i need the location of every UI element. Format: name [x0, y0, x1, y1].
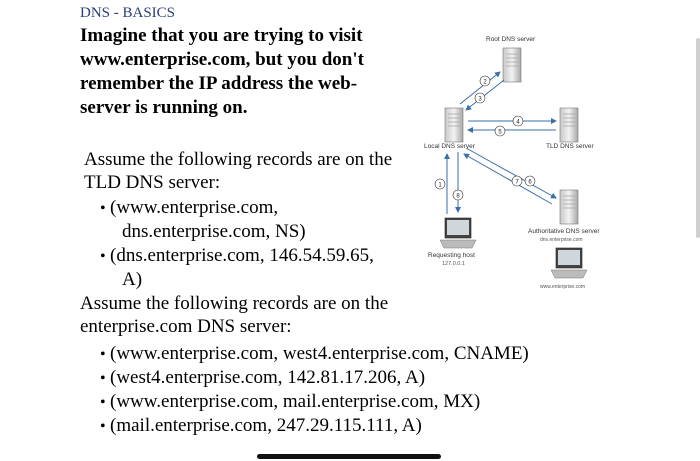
tld-heading-line: Assume the following records are on the: [84, 149, 393, 170]
enterprise-record-text: (mail.enterprise.com, 247.29.115.111, A): [110, 415, 422, 436]
step-label: 7: [515, 180, 519, 186]
bullet: •: [100, 370, 106, 387]
enterprise-record-text: (www.enterprise.com, mail.enterprise.com…: [110, 391, 481, 412]
bullet: •: [100, 418, 106, 435]
enterprise-record-text: (www.enterprise.com, west4.enterprise.co…: [110, 343, 529, 364]
requesting-host-label: Requesting host: [428, 252, 475, 259]
intro-line: Imagine that you are trying to visit: [80, 25, 363, 46]
enterprise-record: •(www.enterprise.com, west4.enterprise.c…: [100, 342, 529, 366]
local-server-icon: [444, 107, 464, 143]
step-label: 3: [478, 97, 482, 103]
arrow-2: [459, 71, 501, 105]
step-circle: [494, 125, 506, 137]
host-computer-icon: [439, 217, 477, 249]
authoritative-server-label: Authoritative DNS server: [528, 228, 600, 235]
step-circle: [474, 92, 486, 104]
authoritative-server-sublabel: dns.enterprise.com: [540, 237, 583, 243]
bullet: •: [100, 346, 106, 363]
web-server-label: www.enterprise.com: [540, 284, 586, 290]
enterprise-heading-line: Assume the following records are on the: [80, 293, 389, 314]
step-label: 1: [438, 183, 442, 189]
step-label: 4: [516, 120, 520, 126]
dns-resolution-diagram: 2 3 4 5 6 7 1 8 Root DNS server Local DN…: [418, 28, 630, 300]
step-label: 6: [528, 180, 532, 186]
enterprise-record-text: (west4.enterprise.com, 142.81.17.206, A): [110, 367, 426, 388]
enterprise-record: •(west4.enterprise.com, 142.81.17.206, A…: [100, 366, 425, 390]
intro-question: Imagine that you are trying to visit www…: [80, 24, 415, 120]
arrow-7: [463, 153, 553, 205]
enterprise-record: •(mail.enterprise.com, 247.29.115.111, A…: [100, 414, 422, 438]
step-label: 5: [498, 130, 502, 136]
tld-server-label: TLD DNS server: [546, 143, 594, 150]
home-indicator[interactable]: [257, 454, 441, 459]
local-server-label: Local DNS server: [424, 143, 475, 150]
enterprise-heading-line: enterprise.com DNS server:: [80, 316, 292, 337]
root-server-icon: [502, 47, 522, 83]
root-server-label: Root DNS server: [486, 36, 536, 43]
step-circle: [524, 175, 536, 187]
tld-record: •(dns.enterprise.com, 146.54.59.65,: [100, 244, 374, 268]
arrow-3: [465, 79, 505, 111]
authoritative-server-icon: [559, 189, 579, 225]
intro-line: server is running on.: [80, 97, 248, 118]
tld-record-cont: A): [122, 269, 143, 290]
step-label: 8: [456, 194, 460, 200]
step-circle: [452, 189, 464, 201]
intro-line: remember the IP address the web-: [80, 73, 358, 94]
step-circle: [434, 178, 446, 190]
bullet: •: [100, 200, 106, 217]
step-circle: [512, 115, 524, 127]
intro-line: www.enterprise.com, but you don't: [80, 49, 364, 70]
tld-record-cont: dns.enterprise.com, NS): [122, 221, 306, 242]
requesting-host-ip: 127.0.0.1: [442, 261, 465, 267]
bullet: •: [100, 248, 106, 265]
step-label: 2: [483, 80, 487, 86]
tld-record-text: (dns.enterprise.com, 146.54.59.65,: [110, 245, 374, 266]
tld-heading: Assume the following records are on the …: [84, 148, 392, 194]
scrollbar[interactable]: [696, 38, 700, 238]
enterprise-heading: Assume the following records are on the …: [80, 292, 388, 338]
tld-record-text: (www.enterprise.com,: [110, 197, 279, 218]
enterprise-record: •(www.enterprise.com, mail.enterprise.co…: [100, 390, 480, 414]
tld-server-icon: [559, 107, 579, 143]
step-circle: [479, 75, 491, 87]
web-computer-icon: [550, 247, 588, 279]
tld-heading-line: TLD DNS server:: [84, 172, 221, 193]
step-circle: [511, 175, 523, 187]
diagram-graphics: 2 3 4 5 6 7 1 8: [434, 47, 588, 279]
bullet: •: [100, 394, 106, 411]
tld-record: •(www.enterprise.com,: [100, 196, 278, 220]
page-title: DNS - BASICS: [80, 5, 176, 21]
arrow-6: [465, 147, 557, 199]
